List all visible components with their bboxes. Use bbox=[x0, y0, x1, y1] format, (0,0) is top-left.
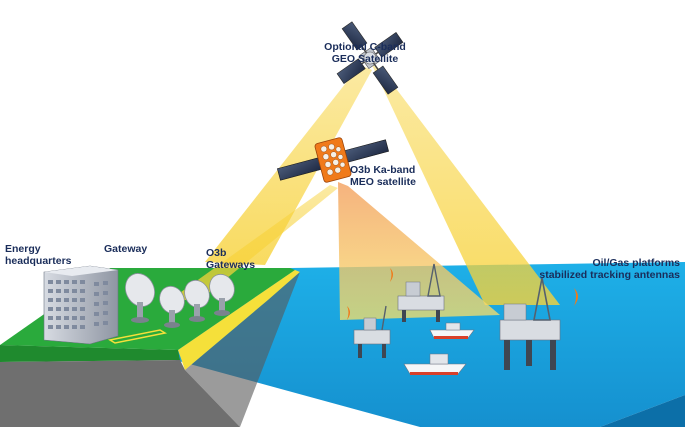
coast-strip bbox=[178, 270, 300, 370]
land-edge bbox=[0, 345, 180, 362]
geo-beam-right bbox=[372, 65, 560, 305]
oil-platform-icon bbox=[390, 263, 445, 322]
rock-dark bbox=[185, 272, 300, 427]
oil-platform-icon bbox=[347, 305, 391, 358]
gateway-label: Gateway bbox=[104, 243, 148, 255]
oil-platforms bbox=[347, 263, 578, 375]
gateway-antennas bbox=[125, 273, 235, 328]
geo-satellite-icon bbox=[336, 21, 404, 95]
ocean-side bbox=[600, 395, 685, 427]
headquarters-building bbox=[43, 265, 168, 345]
signal-beams bbox=[170, 65, 560, 320]
oil-gas-platforms-label: Oil/Gas platforms stabilized tracking an… bbox=[539, 257, 680, 281]
meo-beam-right bbox=[338, 182, 500, 320]
geo-beam-left bbox=[205, 65, 372, 265]
meo-satellite-label: O3b Ka-band MEO satellite bbox=[350, 164, 416, 188]
rock-front bbox=[0, 360, 240, 427]
boat-icon bbox=[429, 322, 475, 339]
meo-beam-left bbox=[170, 185, 338, 300]
gateway-dish-icon bbox=[184, 279, 210, 322]
energy-hq-label: Energy headquarters bbox=[5, 243, 72, 267]
gateway-dish-icon bbox=[209, 273, 235, 316]
oil-platform-icon bbox=[499, 277, 578, 370]
gateway-dish-icon bbox=[125, 273, 155, 323]
o3b-gateways-label: O3b Gateways bbox=[206, 247, 256, 271]
gateway-dish-icon bbox=[159, 285, 185, 328]
meo-satellite-icon bbox=[276, 137, 390, 183]
geo-satellite-label: Optional C-band GEO Satellite bbox=[324, 41, 406, 65]
boat-icon bbox=[403, 353, 467, 375]
